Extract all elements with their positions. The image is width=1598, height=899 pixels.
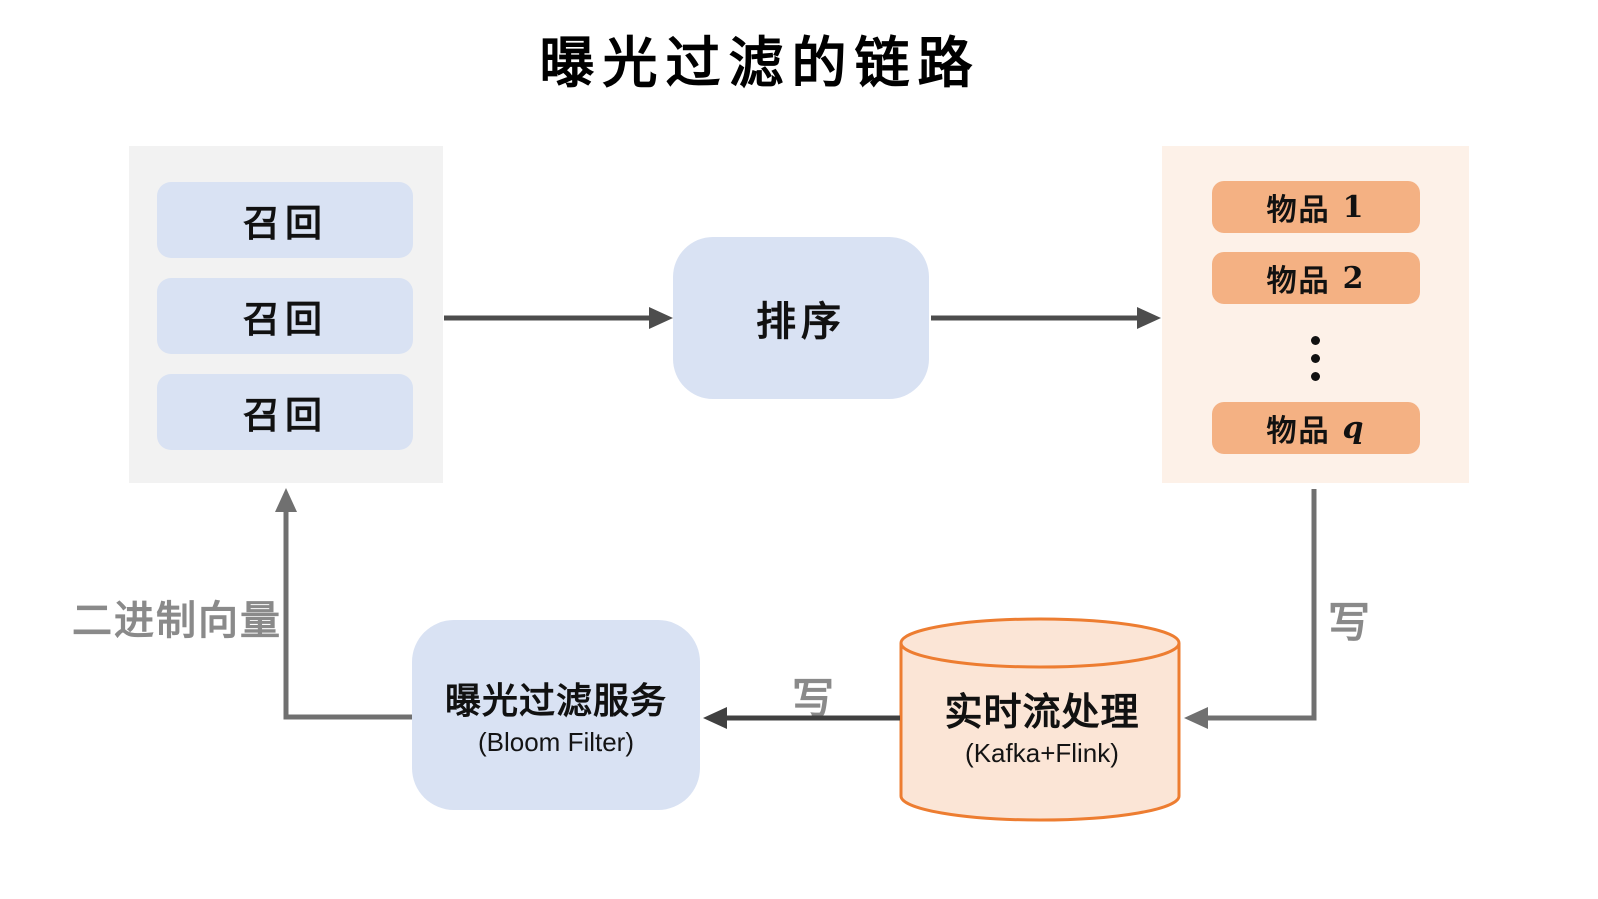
diagram-title: 曝光过滤的链路 xyxy=(539,30,981,95)
recall-node-1: 召回 xyxy=(157,182,413,258)
item-node-2: 物品 2 xyxy=(1212,252,1420,304)
stream-node-title: 实时流处理 xyxy=(944,692,1140,734)
stream-node: 实时流处理 (Kafka+Flink) xyxy=(898,655,1186,795)
exposure-filter-node: 曝光过滤服务 (Bloom Filter) xyxy=(412,620,700,810)
arrow-rank-to-items xyxy=(931,307,1161,329)
arrow-items-to-stream xyxy=(1184,489,1317,729)
item-node-index: q xyxy=(1342,410,1366,446)
item-node-label: 物品 xyxy=(1266,194,1331,227)
items-panel: 物品 1 物品 2 物品 q xyxy=(1162,146,1469,483)
rank-node-label: 排序 xyxy=(756,300,846,344)
exposure-filter-title: 曝光过滤服务 xyxy=(444,680,667,721)
stream-cylinder-shape xyxy=(899,617,1181,822)
recall-node-label: 召回 xyxy=(243,395,327,436)
edge-label-write-items-to-stream: 写 xyxy=(1327,599,1370,646)
vertical-ellipsis-icon xyxy=(1311,336,1320,381)
item-node-1: 物品 1 xyxy=(1212,181,1420,233)
item-node-index: 2 xyxy=(1342,260,1366,296)
item-node-label: 物品 xyxy=(1266,415,1331,448)
recall-node-label: 召回 xyxy=(243,203,327,244)
rank-node: 排序 xyxy=(673,237,929,399)
arrow-recall-to-rank xyxy=(444,307,673,329)
recall-node-label: 召回 xyxy=(243,299,327,340)
item-node-q: 物品 q xyxy=(1212,402,1420,454)
recall-panel: 召回 召回 召回 xyxy=(129,146,443,483)
exposure-filter-subtitle: (Bloom Filter) xyxy=(477,727,634,757)
edge-label-write-stream-to-bloom: 写 xyxy=(791,675,834,722)
recall-node-2: 召回 xyxy=(157,278,413,354)
stream-node-subtitle: (Kafka+Flink) xyxy=(965,738,1119,768)
edge-label-binary-vector: 二进制向量 xyxy=(72,599,282,643)
item-node-label: 物品 xyxy=(1266,265,1331,298)
item-node-index: 1 xyxy=(1342,189,1366,225)
recall-node-3: 召回 xyxy=(157,374,413,450)
